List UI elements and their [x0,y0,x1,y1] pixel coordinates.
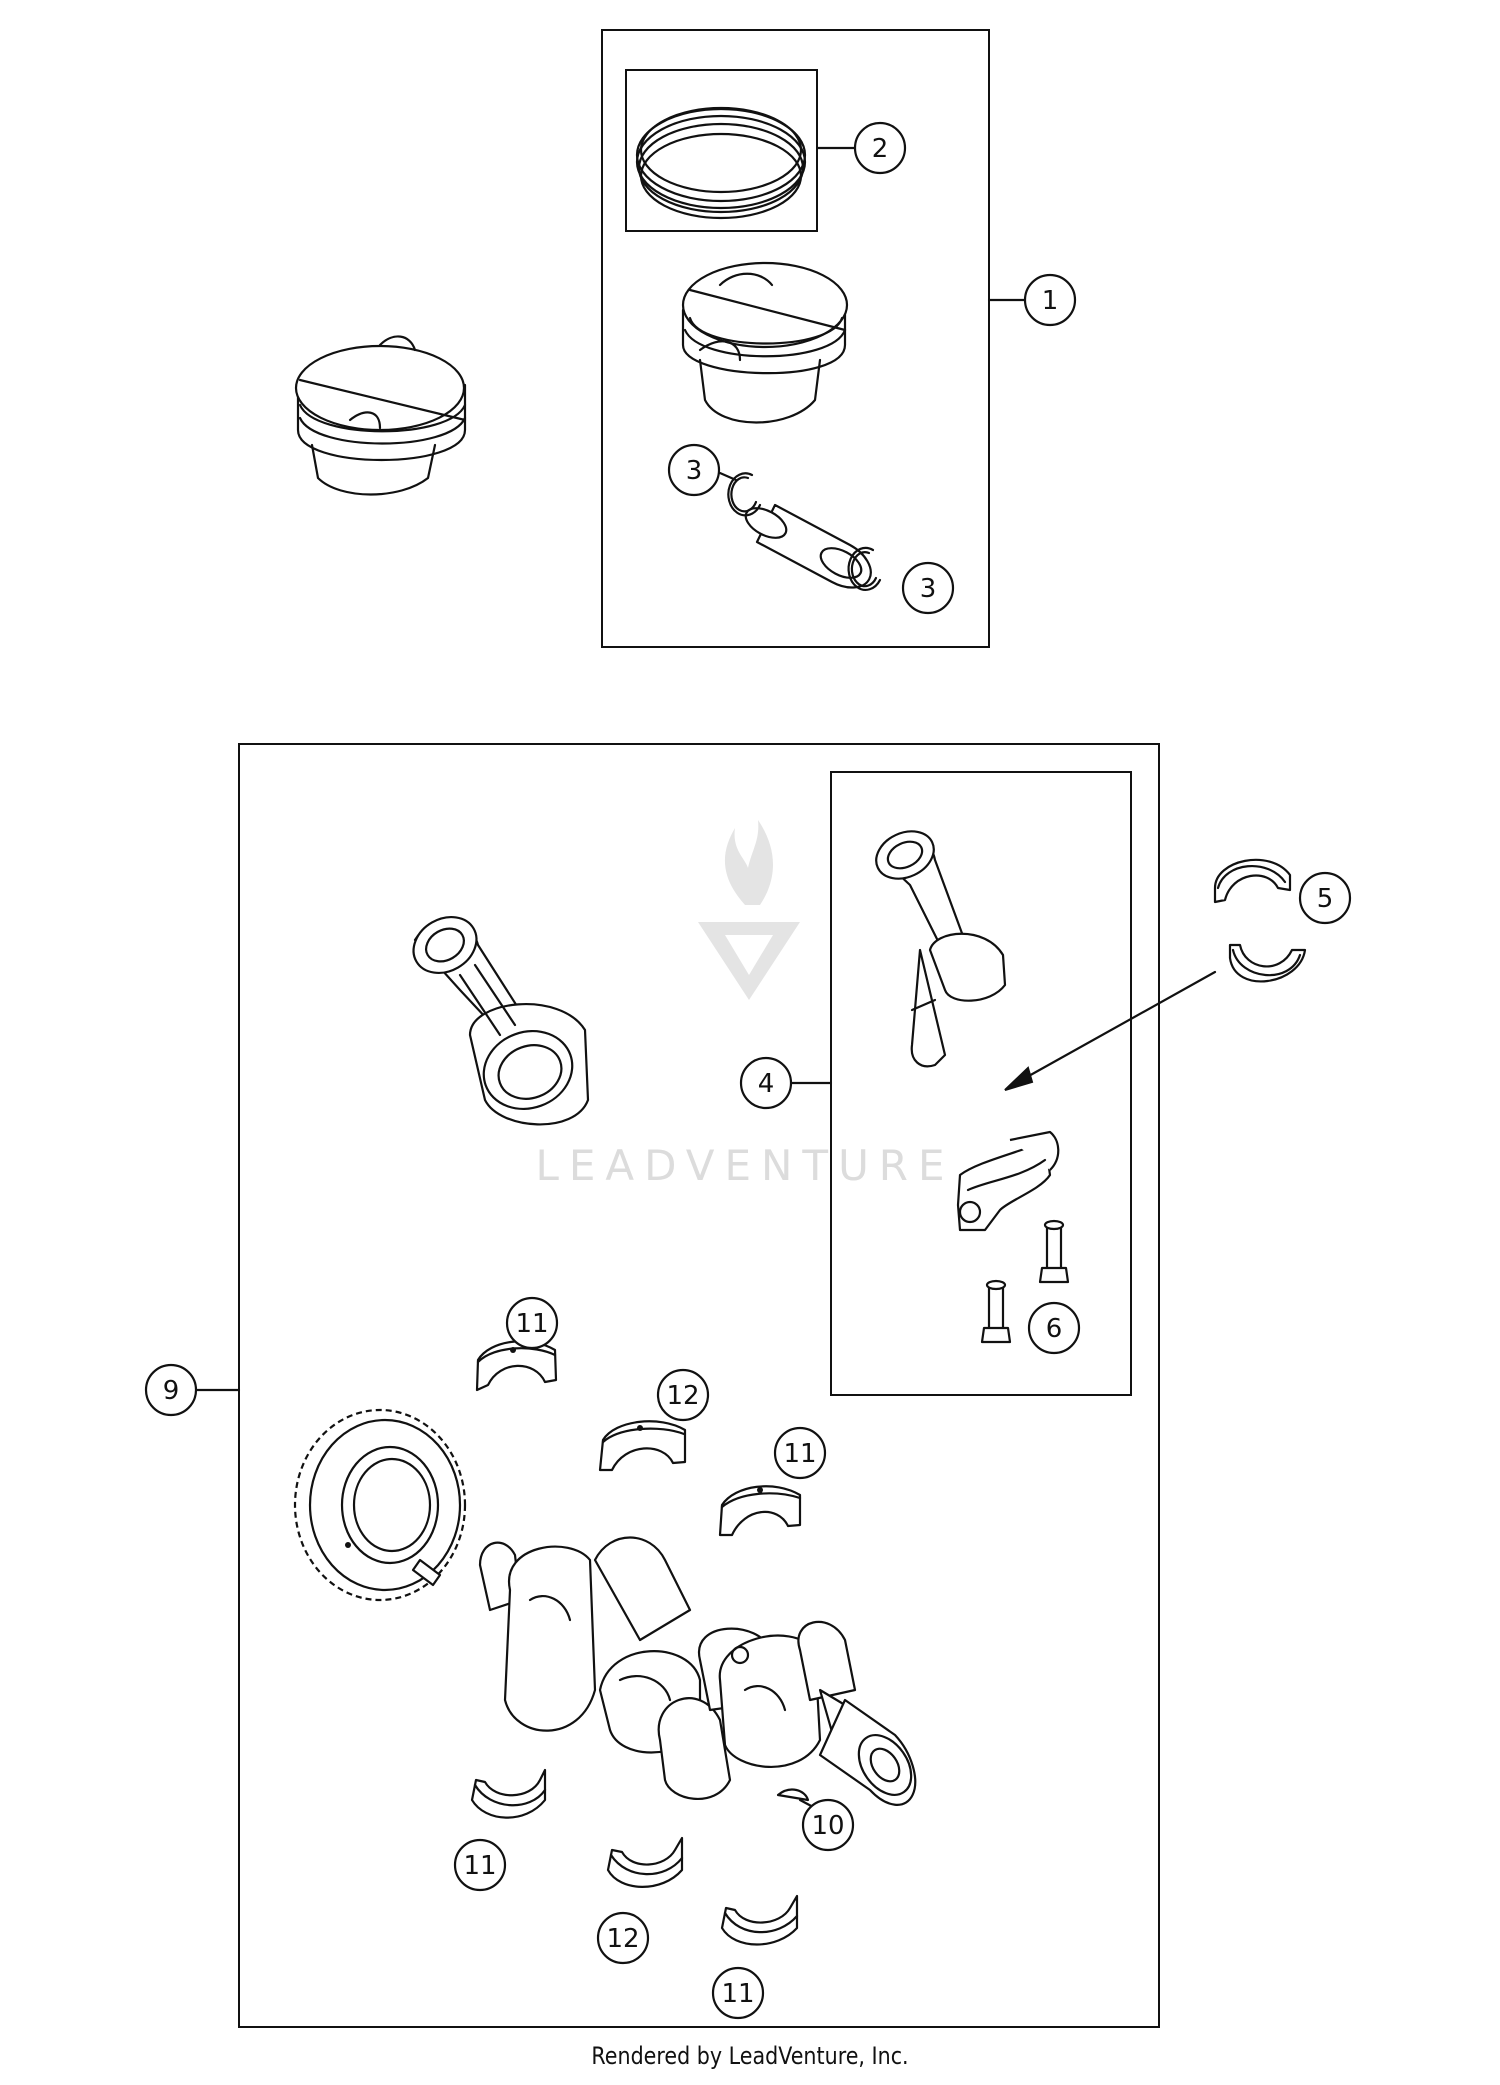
callout-12a[interactable]: 12 [656,1368,710,1422]
watermark-v-icon [698,922,800,1000]
svg-text:11: 11 [463,1851,496,1881]
main-bearing-part-d[interactable] [470,1768,547,1819]
piston-rings-part[interactable] [635,106,807,220]
conrod-bolt-part-a[interactable] [1038,1219,1070,1284]
svg-text:6: 6 [1046,1314,1063,1344]
callout-11b[interactable]: 11 [773,1426,827,1480]
callout-1[interactable]: 1 [1023,273,1077,327]
piston-rings-box [625,69,818,232]
callout-3a[interactable]: 3 [667,443,721,497]
svg-text:5: 5 [1317,884,1334,914]
callout-11c[interactable]: 11 [453,1838,507,1892]
callout-3b[interactable]: 3 [901,561,955,615]
conrod-bearing-part-b[interactable] [1228,943,1307,983]
main-bearing-part-c[interactable] [718,1485,802,1537]
piston-pin-part[interactable] [741,502,872,589]
main-bearing-part-a[interactable] [475,1340,558,1392]
callout-12b[interactable]: 12 [596,1911,650,1965]
svg-text:3: 3 [920,574,937,604]
callout-5[interactable]: 5 [1298,871,1352,925]
svg-text:11: 11 [783,1439,816,1469]
woodruff-key-part[interactable] [776,1788,810,1802]
conrod-part[interactable] [869,822,1007,1068]
callout-9[interactable]: 9 [144,1363,198,1417]
circlip-part-a[interactable] [727,472,762,517]
piston-standalone-part[interactable] [294,335,467,496]
conrod-bearing-part-a[interactable] [1213,858,1292,904]
crankshaft-assembly-box [238,743,1160,2028]
callout-4[interactable]: 4 [739,1056,793,1110]
crank-gear-part[interactable] [293,1408,467,1602]
main-bearing-part-f[interactable] [720,1894,799,1946]
main-bearing-part-b[interactable] [598,1420,687,1472]
svg-text:9: 9 [163,1376,180,1406]
svg-text:3: 3 [686,456,703,486]
watermark-text: LEADVENTURE [535,1141,954,1190]
svg-text:10: 10 [811,1811,844,1841]
callout-10[interactable]: 10 [801,1798,855,1852]
conrod-standalone-part[interactable] [403,906,590,1126]
circlip-part-b[interactable] [847,546,882,591]
crankshaft-part[interactable] [478,1536,922,1806]
svg-text:11: 11 [721,1979,754,2009]
footer-credit: Rendered by LeadVenture, Inc. [591,2042,909,2070]
svg-text:1: 1 [1042,286,1059,316]
callout-11d[interactable]: 11 [711,1966,765,2020]
callout-2[interactable]: 2 [853,121,907,175]
conrod-bolt-part-b[interactable] [980,1279,1012,1344]
svg-text:12: 12 [666,1381,699,1411]
watermark-flame-icon [724,820,773,905]
svg-text:4: 4 [758,1069,775,1099]
piston-kit-box [601,29,990,648]
watermark: LEADVENTURE [535,820,954,1190]
callout-6[interactable]: 6 [1027,1301,1081,1355]
callout-11a[interactable]: 11 [505,1296,559,1350]
svg-text:11: 11 [515,1309,548,1339]
piston-part[interactable] [681,261,849,424]
svg-text:12: 12 [606,1924,639,1954]
conrod-cap-part[interactable] [956,1130,1060,1232]
main-bearing-part-e[interactable] [606,1836,684,1888]
svg-text:2: 2 [872,134,889,164]
dowel-pin-part[interactable] [411,1558,442,1587]
